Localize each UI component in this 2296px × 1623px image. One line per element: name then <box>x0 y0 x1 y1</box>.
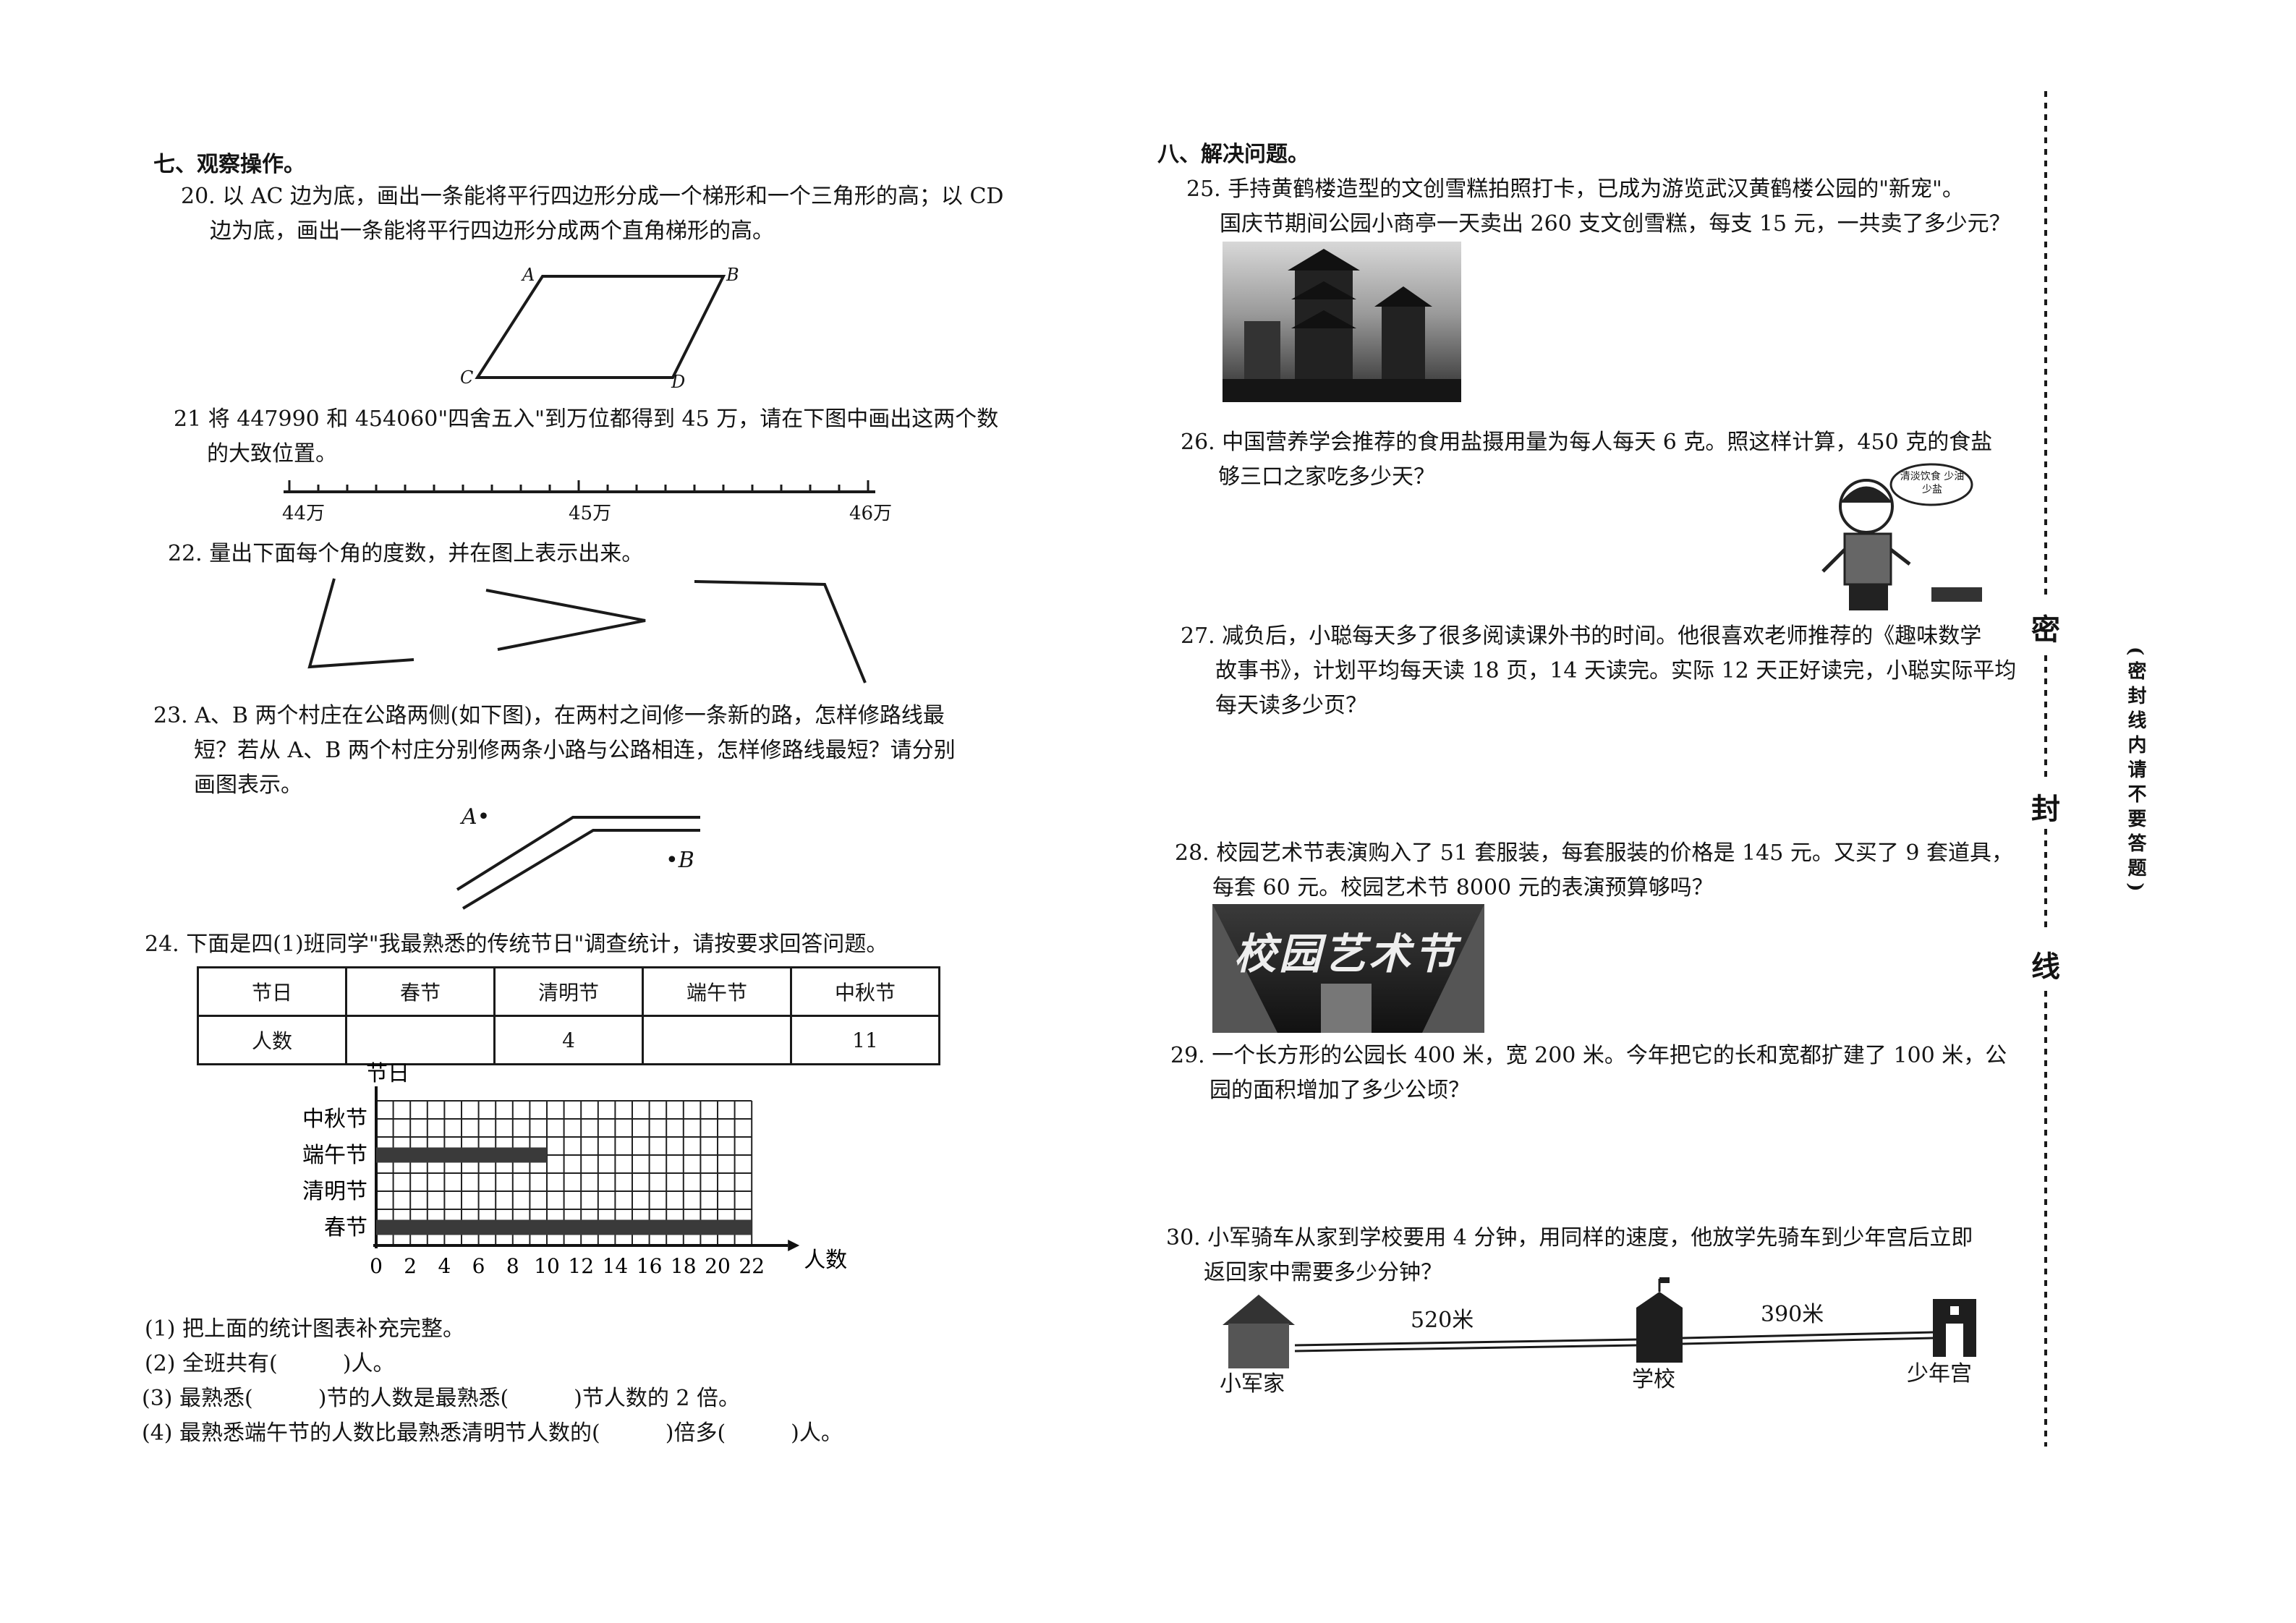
x-tick-label: 18 <box>671 1254 697 1278</box>
x-axis-arrow <box>788 1240 800 1251</box>
category-label: 端午节 <box>302 1143 367 1168</box>
table-cell: 节日 <box>197 966 347 1017</box>
question-25-line1: 25. 手持黄鹤楼造型的文创雪糕拍照打卡，已成为游览武汉黄鹤楼公园的"新宠"。 <box>1186 176 1964 202</box>
question-20-line1: 20. 以 AC 边为底，画出一条能将平行四边形分成一个梯形和一个三角形的高；以… <box>181 184 1004 209</box>
question-26-line1: 26. 中国营养学会推荐的食用盐摄用量为每人每天 6 克。照这样计算，450 克… <box>1181 430 1993 455</box>
seal-char-feng: 封 <box>2031 792 2060 826</box>
table-cell: 清明节 <box>493 966 644 1017</box>
chef-illustration: 清淡饮食 少油少盐 <box>1808 463 1997 615</box>
question-28-line1: 28. 校园艺术节表演购入了 51 套服装，每套服装的价格是 145 元。又买了… <box>1175 840 2013 866</box>
question-29-line2: 园的面积增加了多少公顷？ <box>1209 1078 1470 1103</box>
home-label: 小军家 <box>1220 1371 1285 1397</box>
label-c: C <box>460 367 474 388</box>
question-28-line2: 每套 60 元。校园艺术节 8000 元的表演预算够吗？ <box>1212 875 1714 900</box>
x-tick-label: 6 <box>472 1254 485 1278</box>
question-20-line2: 边为底，画出一条能将平行四边形分成两个直角梯形的高。 <box>210 218 774 244</box>
question-21-line2: 的大致位置。 <box>207 441 337 467</box>
question-22: 22. 量出下面每个角的度数，并在图上表示出来。 <box>168 541 644 566</box>
x-tick-label: 12 <box>568 1254 594 1278</box>
table-row: 人数 4 11 <box>197 1015 940 1065</box>
tick-label-46: 46万 <box>849 503 893 524</box>
category-label: 清明节 <box>302 1179 367 1204</box>
tick-label-44: 44万 <box>282 503 326 524</box>
question-30-line2: 返回家中需要多少分钟？ <box>1204 1260 1442 1285</box>
road-upper-edge <box>456 816 700 891</box>
x-tick-label: 2 <box>404 1254 417 1278</box>
label-b: B <box>726 265 739 285</box>
label-d: D <box>671 372 686 392</box>
question-23-line1: 23. A、B 两个村庄在公路两侧(如下图)，在两村之间修一条新的路，怎样修路线… <box>153 703 945 728</box>
label-a: A <box>522 265 535 285</box>
survey-table: 节日 春节 清明节 端午节 中秋节 人数 4 11 <box>197 966 940 1065</box>
y-axis-label: 节日 <box>366 1061 409 1086</box>
road-lower-edge <box>462 829 700 910</box>
number-line-ticks <box>288 480 869 492</box>
seal-char-mi: 密 <box>2031 613 2060 647</box>
table-cell[interactable] <box>345 1015 496 1065</box>
category-label: 春节 <box>324 1215 367 1240</box>
table-row: 节日 春节 清明节 端午节 中秋节 <box>197 966 940 1017</box>
bar <box>376 1147 547 1163</box>
question-24: 24. 下面是四(1)班同学"我最熟悉的传统节日"调查统计，请按要求回答问题。 <box>145 932 888 957</box>
x-tick-label: 8 <box>506 1254 519 1278</box>
yellow-crane-tower-photo <box>1223 242 1461 402</box>
seal-note: (密封线内请不要答题) <box>2125 647 2146 898</box>
distance-home-school: 520米 <box>1411 1308 1474 1333</box>
question-27-line3: 每天读多少页？ <box>1215 693 1367 718</box>
school-icon <box>1636 1277 1683 1363</box>
question-21-line1: 21 将 447990 和 454060"四舍五入"到万位都得到 45 万，请在… <box>174 406 999 432</box>
question-29-line1: 29. 一个长方形的公园长 400 米，宽 200 米。今年把它的长和宽都扩建了… <box>1170 1043 2007 1068</box>
school-label: 学校 <box>1632 1367 1675 1392</box>
question-23-line2: 短？若从 A、B 两个村庄分别修两条小路与公路相连，怎样修路线最短？请分别 <box>194 738 956 763</box>
category-label: 中秋节 <box>302 1107 367 1132</box>
village-b: •B <box>666 848 694 873</box>
distance-school-palace: 390米 <box>1761 1302 1824 1327</box>
question-23-line3: 画图表示。 <box>194 772 302 798</box>
angle-2 <box>485 589 646 651</box>
x-axis-label: 人数 <box>804 1248 847 1273</box>
question-27-line1: 27. 减负后，小聪每天多了很多阅读课外书的时间。他很喜欢老师推荐的《趣味数学 <box>1181 623 1982 649</box>
question-25-line2: 国庆节期间公园小商亭一天卖出 260 支文创雪糕，每支 15 元，一共卖了多少元… <box>1220 211 2011 237</box>
angle-1 <box>307 578 414 669</box>
question-24-sub4: (4) 最熟悉端午节的人数比最熟悉清明节人数的( )倍多( )人。 <box>142 1420 843 1446</box>
x-tick-label: 20 <box>705 1254 731 1278</box>
question-24-sub3: (3) 最熟悉( )节的人数是最熟悉( )节人数的 2 倍。 <box>142 1386 741 1411</box>
seal-char-xian: 线 <box>2031 950 2060 984</box>
x-tick-label: 10 <box>534 1254 560 1278</box>
banner-title: 校园艺术节 <box>1234 929 1459 979</box>
question-24-sub1: (1) 把上面的统计图表补充完整。 <box>145 1316 465 1342</box>
bar <box>376 1219 752 1235</box>
question-27-line2: 故事书》，计划平均每天读 18 页，14 天读完。实际 12 天正好读完，小聪实… <box>1215 658 2017 683</box>
youth-palace-icon <box>1933 1299 1976 1357</box>
section-7-title: 七、观察操作。 <box>153 152 305 177</box>
speech-bubble-text: 清淡饮食 少油少盐 <box>1900 471 1965 495</box>
youth-palace-label: 少年宫 <box>1907 1361 1972 1386</box>
question-30-line1: 30. 小军骑车从家到学校要用 4 分钟，用同样的速度，他放学先骑车到少年宫后立… <box>1166 1225 1973 1251</box>
village-a: A• <box>462 804 490 830</box>
x-tick-label: 22 <box>739 1254 765 1278</box>
section-8-title: 八、解决问题。 <box>1157 142 1309 167</box>
art-festival-banner: 校园艺术节 <box>1212 904 1484 1033</box>
question-24-sub2: (2) 全班共有( )人。 <box>145 1351 395 1376</box>
angle-3 <box>694 580 867 683</box>
table-cell: 端午节 <box>642 966 792 1017</box>
home-icon <box>1223 1295 1295 1368</box>
tick-label-45: 45万 <box>569 503 612 524</box>
x-tick-label: 16 <box>637 1254 663 1278</box>
parallelogram-abcd <box>475 275 726 379</box>
x-tick-label: 0 <box>370 1254 383 1278</box>
table-cell: 中秋节 <box>790 966 940 1017</box>
table-cell: 4 <box>493 1015 644 1065</box>
table-cell[interactable] <box>642 1015 792 1065</box>
table-cell: 11 <box>790 1015 940 1065</box>
table-cell: 春节 <box>345 966 496 1017</box>
table-cell: 人数 <box>197 1015 347 1065</box>
x-tick-label: 4 <box>438 1254 451 1278</box>
x-tick-label: 14 <box>603 1254 629 1278</box>
question-26-line2: 够三口之家吃多少天？ <box>1218 464 1435 490</box>
